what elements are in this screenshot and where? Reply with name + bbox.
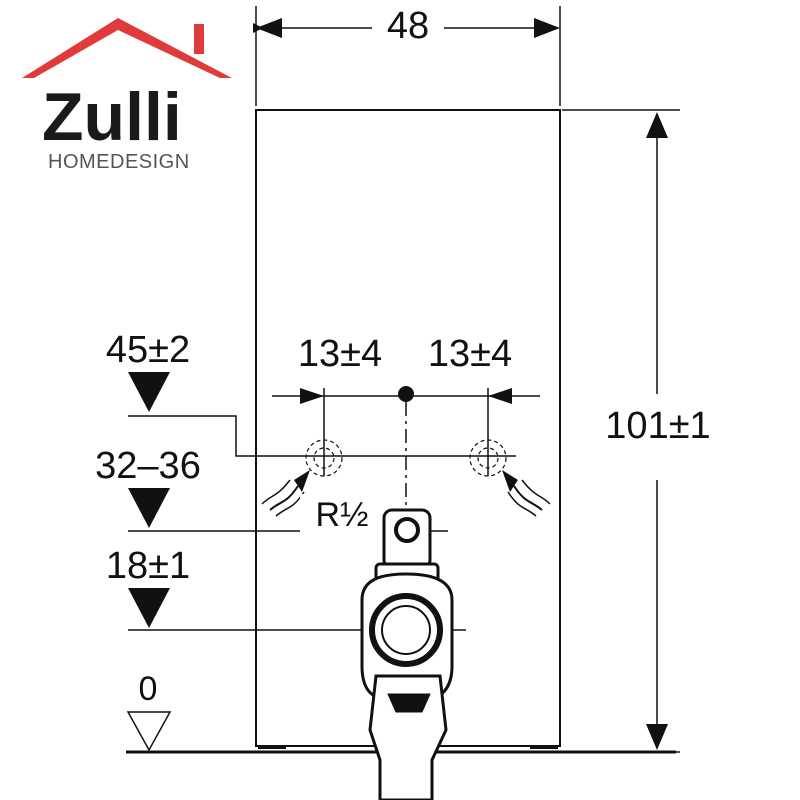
thread-label: R½ <box>316 496 369 534</box>
water-inflow-right-icon <box>502 470 551 517</box>
spacing-right-label: 13±4 <box>428 333 512 375</box>
roof-icon <box>22 18 232 78</box>
level-marker-32-36: 32–36 <box>95 445 448 532</box>
level-marker-45: 45±2 <box>106 329 516 457</box>
level-triangle-icon <box>128 372 170 412</box>
width-label: 48 <box>387 5 429 47</box>
water-connection-left <box>305 439 343 477</box>
brand-logo: Zulli HOMEDESIGN <box>22 18 232 173</box>
level-marker-0: 0 <box>126 670 172 752</box>
brand-name: Zulli <box>42 79 182 155</box>
height-label: 101±1 <box>605 405 710 447</box>
level-label-18: 18±1 <box>106 545 190 587</box>
water-connection-right <box>469 439 507 477</box>
level-triangle-icon <box>128 588 170 628</box>
drain-fitting <box>360 508 454 800</box>
spacing-left-label: 13±4 <box>298 333 382 375</box>
floor-triangle-icon <box>126 711 172 752</box>
chimney-icon <box>194 24 204 54</box>
level-triangle-icon <box>128 488 170 528</box>
brand-tagline: HOMEDESIGN <box>48 151 190 173</box>
center-point <box>398 386 414 402</box>
level-label-45: 45±2 <box>106 329 190 371</box>
level-label-32-36: 32–36 <box>95 445 201 487</box>
level-label-0: 0 <box>139 670 158 708</box>
